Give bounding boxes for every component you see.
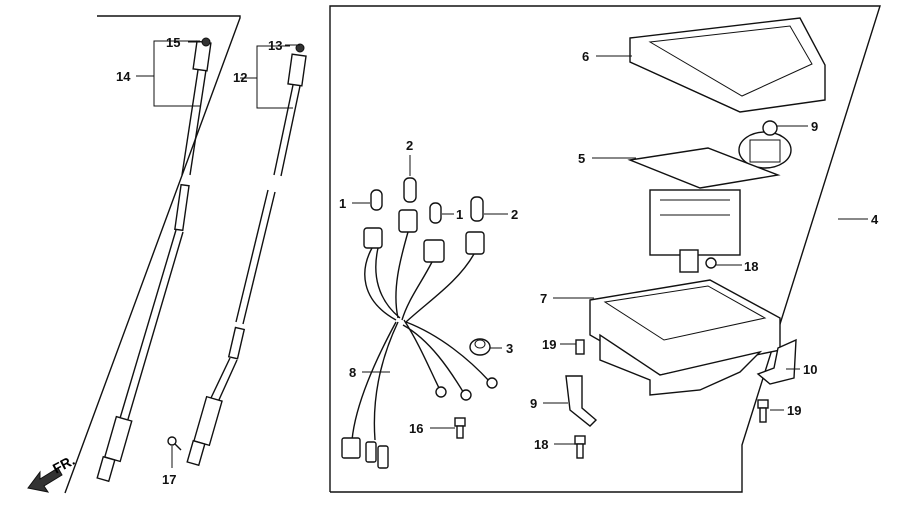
meter-case-7 (589, 279, 781, 396)
meter-10 (738, 120, 792, 169)
bulb-1-right (429, 202, 442, 224)
grommet-3 (469, 338, 491, 356)
callout-9-left: 9 (530, 396, 537, 411)
bracket-9-right (756, 338, 797, 385)
callout-4: 4 (871, 212, 879, 227)
front-direction-arrow: FR. (27, 452, 77, 493)
callout-2-left: 2 (406, 138, 413, 153)
bulb-2-left (403, 177, 417, 203)
screw-17 (167, 436, 182, 451)
callout-9-right: 10 (803, 362, 817, 377)
screw-11 (454, 417, 466, 439)
callout-6: 6 (582, 49, 589, 64)
callout-12: 12 (233, 70, 247, 85)
callout-13: 14 (116, 69, 131, 84)
callout-15: 15 (166, 35, 180, 50)
bulb-2-right (470, 196, 484, 222)
callout-18-left: 18 (534, 437, 548, 452)
callout-7: 7 (540, 291, 547, 306)
callout-8: 8 (349, 365, 356, 380)
callout-1-right: 1 (456, 207, 463, 222)
callouts: 14 15 12 13 17 1 2 1 2 3 8 16 (116, 35, 879, 487)
callout-5: 5 (578, 151, 585, 166)
callout-16: 18 (744, 259, 758, 274)
callout-10: 9 (811, 119, 818, 134)
callout-2-right: 2 (511, 207, 518, 222)
bracket-9-left (565, 375, 598, 427)
callout-3: 3 (506, 341, 513, 356)
callout-1-left: 1 (339, 196, 346, 211)
screw-16 (705, 257, 717, 269)
callout-18-right: 19 (787, 403, 801, 418)
meter-cover-6 (629, 17, 826, 113)
bulb-1-left (370, 189, 383, 211)
callout-11: 16 (409, 421, 423, 436)
tachometer-cable-12 (186, 43, 307, 467)
screw-19 (575, 339, 585, 355)
callout-14: 13 (268, 38, 282, 53)
wire-harness-8 (341, 209, 498, 469)
speedometer-cable-13 (96, 37, 212, 483)
screw-18-left (574, 435, 586, 459)
cable-group-frame (64, 15, 241, 494)
assembly-frame (329, 5, 881, 493)
meter-panel-5 (627, 147, 781, 273)
callout-17: 17 (162, 472, 176, 487)
screw-18-right (757, 399, 769, 423)
callout-19: 19 (542, 337, 556, 352)
